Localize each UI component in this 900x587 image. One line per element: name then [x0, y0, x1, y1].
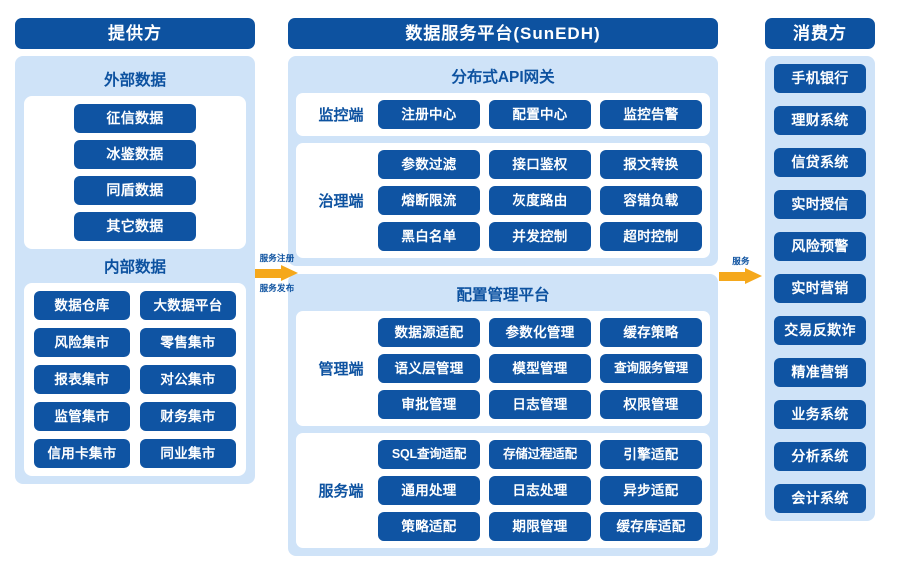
service-row-items: SQL查询适配 存储过程适配 引擎适配 通用处理 日志处理 异步适配 策略适配 …: [378, 440, 702, 541]
list-item[interactable]: 熔断限流: [378, 186, 480, 215]
list-item[interactable]: 其它数据: [74, 212, 196, 241]
governance-row-items: 参数过滤 接口鉴权 报文转换 熔断限流 灰度路由 容错负载 黑白名单 并发控制 …: [378, 150, 702, 251]
consumer-panel: 手机银行 理财系统 信贷系统 实时授信 风险预警 实时营销 交易反欺诈 精准营销…: [765, 56, 875, 521]
list-item[interactable]: 冰鉴数据: [74, 140, 196, 169]
list-item[interactable]: 零售集市: [140, 328, 236, 357]
platform-header: 数据服务平台(SunEDH): [288, 18, 718, 49]
list-item[interactable]: 超时控制: [600, 222, 702, 251]
list-item[interactable]: 同盾数据: [74, 176, 196, 205]
list-item[interactable]: 监控告警: [600, 100, 702, 129]
list-item[interactable]: 报表集市: [34, 365, 130, 394]
service-row: 服务端 SQL查询适配 存储过程适配 引擎适配 通用处理 日志处理 异步适配 策…: [296, 433, 710, 548]
consumer-column: 消费方 手机银行 理财系统 信贷系统 实时授信 风险预警 实时营销 交易反欺诈 …: [765, 18, 875, 521]
list-item[interactable]: 会计系统: [774, 484, 866, 513]
monitor-row-items: 注册中心 配置中心 监控告警: [378, 100, 702, 129]
list-item[interactable]: SQL查询适配: [378, 440, 480, 469]
list-item[interactable]: 数据源适配: [378, 318, 480, 347]
list-item[interactable]: 报文转换: [600, 150, 702, 179]
list-item[interactable]: 实时营销: [774, 274, 866, 303]
list-item[interactable]: 注册中心: [378, 100, 480, 129]
arrow-label-service-register: 服务注册: [259, 253, 295, 263]
admin-row: 管理端 数据源适配 参数化管理 缓存策略 语义层管理 模型管理 查询服务管理 审…: [296, 311, 710, 426]
list-item[interactable]: 审批管理: [378, 390, 480, 419]
internal-data-box: 数据仓库 大数据平台 风险集市 零售集市 报表集市 对公集市 监管集市 财务集市…: [24, 283, 246, 476]
list-item[interactable]: 参数过滤: [378, 150, 480, 179]
list-item[interactable]: 同业集市: [140, 439, 236, 468]
list-item[interactable]: 监管集市: [34, 402, 130, 431]
list-item[interactable]: 配置中心: [489, 100, 591, 129]
provider-header: 提供方: [15, 18, 255, 49]
list-item[interactable]: 风险集市: [34, 328, 130, 357]
external-data-title: 外部数据: [103, 72, 166, 89]
platform-to-consumer-arrow: 服务: [713, 256, 769, 286]
config-platform-title: 配置管理平台: [456, 287, 550, 304]
list-item[interactable]: 数据仓库: [34, 291, 130, 320]
list-item[interactable]: 精准营销: [774, 358, 866, 387]
list-item[interactable]: 容错负载: [600, 186, 702, 215]
list-item[interactable]: 分析系统: [774, 442, 866, 471]
internal-data-list: 数据仓库 大数据平台 风险集市 零售集市 报表集市 对公集市 监管集市 财务集市…: [34, 291, 236, 468]
api-gateway-title: 分布式API网关: [451, 69, 555, 86]
list-item[interactable]: 参数化管理: [489, 318, 591, 347]
config-platform-section: 配置管理平台 管理端 数据源适配 参数化管理 缓存策略 语义层管理 模型管理 查…: [288, 274, 718, 556]
internal-data-title: 内部数据: [103, 259, 166, 276]
list-item[interactable]: 征信数据: [74, 104, 196, 133]
list-item[interactable]: 业务系统: [774, 400, 866, 429]
list-item[interactable]: 引擎适配: [600, 440, 702, 469]
list-item[interactable]: 实时授信: [774, 190, 866, 219]
list-item[interactable]: 理财系统: [774, 106, 866, 135]
list-item[interactable]: 手机银行: [774, 64, 866, 93]
consumer-header: 消费方: [765, 18, 875, 49]
platform-column: 数据服务平台(SunEDH) 分布式API网关 监控端 注册中心 配置中心 监控…: [288, 18, 718, 556]
list-item[interactable]: 大数据平台: [140, 291, 236, 320]
list-item[interactable]: 语义层管理: [378, 354, 480, 383]
list-item[interactable]: 模型管理: [489, 354, 591, 383]
list-item[interactable]: 对公集市: [140, 365, 236, 394]
list-item[interactable]: 信贷系统: [774, 148, 866, 177]
provider-to-platform-arrow: 服务注册 服务发布: [249, 253, 305, 294]
list-item[interactable]: 日志管理: [489, 390, 591, 419]
governance-row-label: 治理端: [318, 193, 364, 210]
list-item[interactable]: 灰度路由: [489, 186, 591, 215]
service-row-label: 服务端: [318, 483, 364, 500]
provider-column: 提供方 外部数据 征信数据 冰鉴数据 同盾数据 其它数据 内部数据 数据仓库 大…: [15, 18, 255, 484]
list-item[interactable]: 接口鉴权: [489, 150, 591, 179]
arrow-label-service: 服务: [732, 256, 750, 266]
admin-row-items: 数据源适配 参数化管理 缓存策略 语义层管理 模型管理 查询服务管理 审批管理 …: [378, 318, 702, 419]
provider-panel: 外部数据 征信数据 冰鉴数据 同盾数据 其它数据 内部数据 数据仓库 大数据平台…: [15, 56, 255, 484]
api-gateway-section: 分布式API网关 监控端 注册中心 配置中心 监控告警 治理端 参数过滤 接口鉴…: [288, 56, 718, 266]
admin-row-label: 管理端: [318, 361, 364, 378]
list-item[interactable]: 权限管理: [600, 390, 702, 419]
list-item[interactable]: 存储过程适配: [489, 440, 591, 469]
list-item[interactable]: 风险预警: [774, 232, 866, 261]
list-item[interactable]: 通用处理: [378, 476, 480, 505]
arrow-right-icon: [719, 268, 763, 285]
list-item[interactable]: 信用卡集市: [34, 439, 130, 468]
external-data-box: 征信数据 冰鉴数据 同盾数据 其它数据: [24, 96, 246, 249]
list-item[interactable]: 财务集市: [140, 402, 236, 431]
list-item[interactable]: 日志处理: [489, 476, 591, 505]
list-item[interactable]: 异步适配: [600, 476, 702, 505]
list-item[interactable]: 期限管理: [489, 512, 591, 541]
list-item[interactable]: 策略适配: [378, 512, 480, 541]
monitor-row: 监控端 注册中心 配置中心 监控告警: [296, 93, 710, 136]
monitor-row-label: 监控端: [318, 107, 364, 124]
external-data-list: 征信数据 冰鉴数据 同盾数据 其它数据: [74, 104, 196, 241]
list-item[interactable]: 交易反欺诈: [774, 316, 866, 345]
list-item[interactable]: 黑白名单: [378, 222, 480, 251]
list-item[interactable]: 并发控制: [489, 222, 591, 251]
arrow-label-service-publish: 服务发布: [259, 283, 295, 293]
list-item[interactable]: 缓存策略: [600, 318, 702, 347]
list-item[interactable]: 缓存库适配: [600, 512, 702, 541]
arrow-right-icon: [255, 265, 299, 282]
platform-panel: 分布式API网关 监控端 注册中心 配置中心 监控告警 治理端 参数过滤 接口鉴…: [288, 56, 718, 556]
governance-row: 治理端 参数过滤 接口鉴权 报文转换 熔断限流 灰度路由 容错负载 黑白名单 并…: [296, 143, 710, 258]
list-item[interactable]: 查询服务管理: [600, 354, 702, 383]
